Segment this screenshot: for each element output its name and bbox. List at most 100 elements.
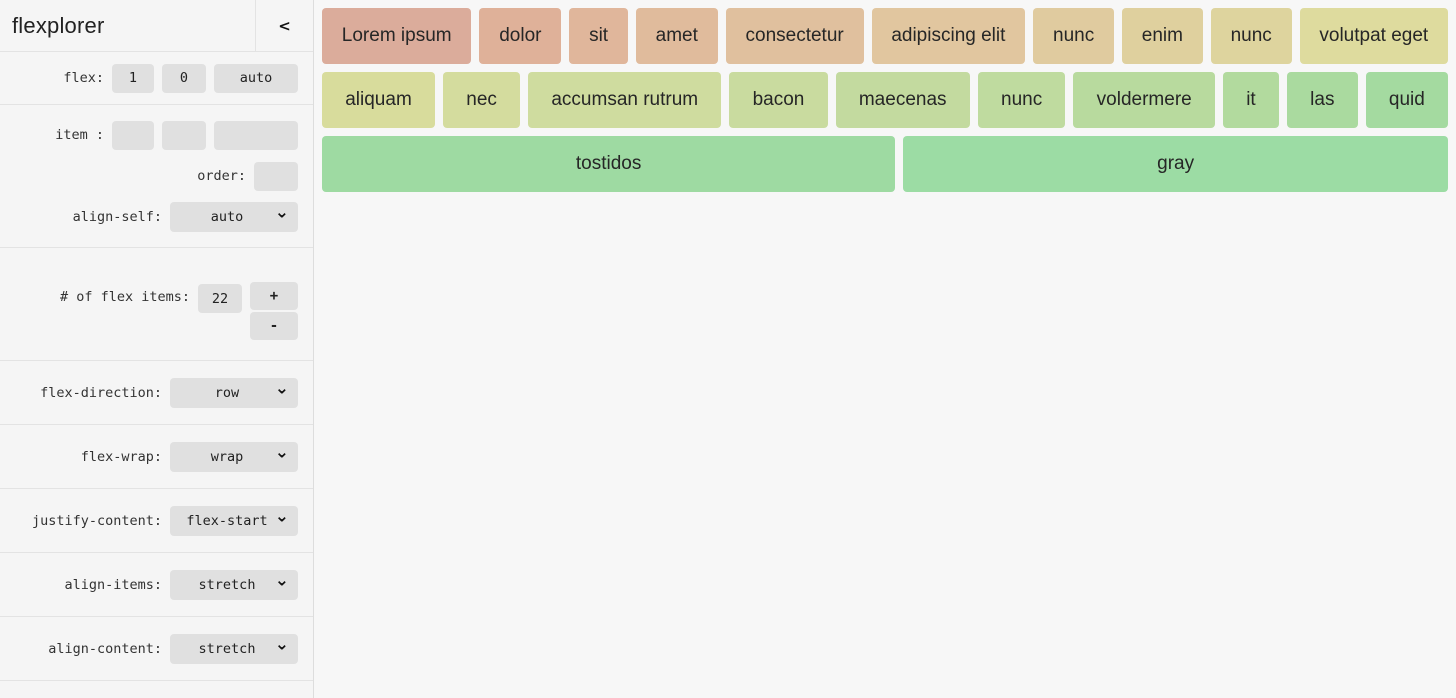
section-align-content: align-content: stretch ⌄: [0, 617, 313, 681]
flex-item-label: maecenas: [858, 89, 947, 110]
flex-wrap-select[interactable]: wrap: [170, 441, 298, 472]
flex-item[interactable]: volutpat eget: [1299, 8, 1448, 64]
flex-canvas: Lorem ipsum dolor sit amet consectetur adipis…: [314, 0, 1456, 698]
justify-content-select[interactable]: flex-start: [170, 505, 298, 536]
flex-item-label: volutpat eget: [1319, 25, 1429, 46]
flex-item[interactable]: quid: [1365, 72, 1449, 128]
collapse-sidebar-button[interactable]: <: [255, 0, 313, 51]
justify-content-select-wrap: flex-start ⌄: [170, 505, 298, 536]
flex-item[interactable]: tostidos: [322, 136, 896, 192]
flex-item[interactable]: nec: [443, 72, 521, 128]
flex-grow-input[interactable]: [112, 63, 154, 93]
align-self-label: align-self:: [72, 209, 162, 225]
item-flex-basis-input[interactable]: [214, 120, 298, 150]
flex-item[interactable]: accumsan rutrum: [528, 72, 722, 128]
justify-content-label: justify-content:: [31, 512, 162, 529]
align-self-select-wrap: auto ⌄: [170, 202, 298, 232]
flex-item[interactable]: sit: [569, 8, 628, 64]
flex-item-label: nec: [466, 89, 497, 110]
flex-direction-select-wrap: row ⌄: [170, 377, 298, 408]
align-items-row: align-items: stretch ⌄: [0, 569, 298, 601]
align-items-select[interactable]: stretch: [170, 569, 298, 600]
section-flex-wrap: flex-wrap: wrap ⌄: [0, 425, 313, 489]
flex-direction-label: flex-direction:: [40, 384, 162, 401]
flex-item-label: bacon: [752, 89, 805, 110]
flex-item-label: nunc: [1053, 25, 1095, 46]
flex-wrap-label: flex-wrap:: [80, 448, 162, 465]
flex-item-label: enim: [1141, 25, 1183, 46]
item-count-stepper: + -: [250, 282, 298, 340]
flex-item[interactable]: nunc: [1210, 8, 1292, 64]
section-justify-content: justify-content: flex-start ⌄: [0, 489, 313, 553]
flex-item-label: amet: [655, 25, 698, 46]
increment-items-button[interactable]: +: [250, 282, 298, 310]
align-self-select[interactable]: auto: [170, 202, 298, 232]
flex-item-label: dolor: [499, 25, 542, 46]
item-align-self-row: align-self: auto ⌄: [0, 201, 298, 233]
flex-item[interactable]: consectetur: [725, 8, 864, 64]
item-count-row: # of flex items: + -: [0, 268, 298, 340]
flex-item-label: quid: [1388, 89, 1425, 110]
flex-item[interactable]: aliquam: [322, 72, 436, 128]
flex-item[interactable]: bacon: [729, 72, 828, 128]
flex-item[interactable]: adipiscing elit: [871, 8, 1026, 64]
chevron-left-icon: <: [278, 16, 291, 35]
section-flex-direction: flex-direction: row ⌄: [0, 361, 313, 425]
order-label: order:: [197, 168, 246, 184]
control-sidebar: flexplorer < flex: item : order:: [0, 0, 314, 698]
flex-item-label: tostidos: [575, 153, 642, 174]
align-items-label: align-items:: [64, 576, 162, 593]
align-content-row: align-content: stretch ⌄: [0, 633, 298, 665]
item-count-input[interactable]: [198, 284, 242, 313]
item-flex-row: item :: [0, 119, 298, 151]
sidebar-header: flexplorer <: [0, 0, 313, 52]
item-flex-grow-input[interactable]: [112, 120, 154, 150]
flex-item[interactable]: nunc: [1033, 8, 1114, 64]
item-label: item :: [55, 127, 104, 143]
flex-item[interactable]: nunc: [977, 72, 1066, 128]
item-order-row: order:: [0, 160, 298, 192]
flex-item-label: voldermere: [1096, 89, 1192, 110]
flex-item-label: it: [1246, 89, 1256, 110]
align-items-select-wrap: stretch ⌄: [170, 569, 298, 600]
flex-item[interactable]: amet: [635, 8, 718, 64]
flex-label: flex:: [63, 70, 104, 86]
order-input[interactable]: [254, 161, 298, 191]
flex-shorthand-row: flex:: [0, 62, 298, 94]
flex-direction-select[interactable]: row: [170, 377, 298, 408]
flex-basis-input[interactable]: [214, 63, 298, 93]
flex-item[interactable]: gray: [903, 136, 1449, 192]
flex-item[interactable]: it: [1222, 72, 1279, 128]
flex-item-label: aliquam: [345, 89, 412, 110]
flex-item-label: nunc: [1001, 89, 1043, 110]
flex-item-label: adipiscing elit: [891, 25, 1006, 46]
item-flex-shrink-input[interactable]: [162, 120, 206, 150]
flex-item[interactable]: las: [1286, 72, 1358, 128]
justify-content-row: justify-content: flex-start ⌄: [0, 505, 298, 537]
decrement-items-button[interactable]: -: [250, 312, 298, 340]
flex-container: Lorem ipsum dolor sit amet consectetur adipis…: [322, 8, 1449, 192]
flex-item[interactable]: Lorem ipsum: [322, 8, 472, 64]
section-item-count: # of flex items: + -: [0, 248, 313, 361]
flex-item-label: consectetur: [745, 25, 844, 46]
flex-direction-row: flex-direction: row ⌄: [0, 377, 298, 409]
flex-wrap-select-wrap: wrap ⌄: [170, 441, 298, 472]
flex-shrink-input[interactable]: [162, 63, 206, 93]
flex-item[interactable]: voldermere: [1073, 72, 1215, 128]
app-title: flexplorer: [12, 12, 105, 38]
item-count-label: # of flex items:: [59, 289, 190, 305]
section-item: item : order: align-self: auto ⌄: [0, 105, 313, 248]
flex-item-label: sit: [589, 25, 609, 46]
flex-item-label: gray: [1157, 153, 1195, 174]
section-align-items: align-items: stretch ⌄: [0, 553, 313, 617]
align-content-select[interactable]: stretch: [170, 633, 298, 664]
section-flex-shorthand: flex:: [0, 52, 313, 105]
align-content-label: align-content:: [48, 640, 162, 657]
flex-item-label: Lorem ipsum: [341, 25, 452, 46]
flex-item-label: las: [1310, 89, 1335, 110]
flex-item[interactable]: maecenas: [835, 72, 970, 128]
flex-item[interactable]: dolor: [479, 8, 562, 64]
flex-item[interactable]: enim: [1122, 8, 1203, 64]
flex-item-label: accumsan rutrum: [551, 89, 699, 110]
